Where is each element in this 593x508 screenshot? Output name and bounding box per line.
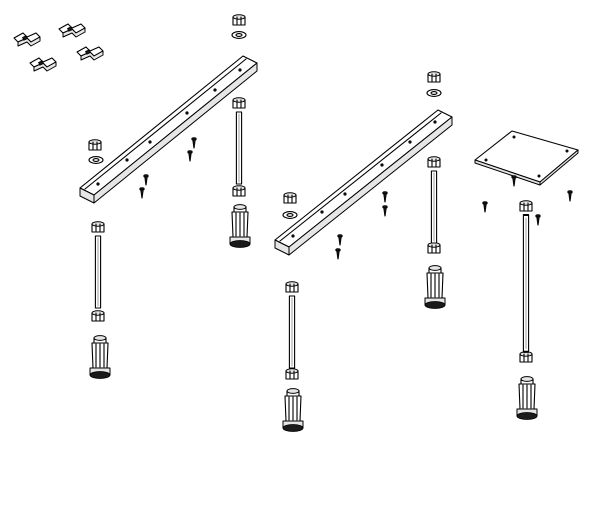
rail-holes: [96, 68, 242, 186]
screw: [143, 174, 149, 186]
adjustable-feet: [89, 204, 538, 433]
mounting-clips: [13, 23, 104, 72]
hex-nut: [285, 281, 299, 293]
hex-nut: [88, 139, 102, 151]
adjustable-foot: [229, 204, 251, 249]
hex-nuts: [88, 14, 533, 380]
hex-nut: [427, 156, 441, 168]
long-rail-bracket: [274, 109, 453, 256]
threaded-rod: [288, 295, 296, 369]
rail-holes: [291, 120, 437, 238]
hex-nut: [232, 97, 246, 109]
adjustable-foot: [516, 376, 538, 421]
hex-nut: [232, 185, 246, 197]
adjustable-foot: [424, 265, 446, 310]
washer: [231, 31, 247, 39]
screw: [335, 248, 341, 260]
screw: [191, 137, 197, 149]
washer: [282, 211, 298, 219]
screw: [482, 201, 488, 213]
hex-nut: [519, 200, 533, 212]
mounting-clip: [29, 57, 57, 72]
screw: [187, 150, 193, 162]
hex-nut: [91, 221, 105, 233]
screw: [511, 175, 517, 187]
washer: [426, 89, 442, 97]
hex-nut: [427, 242, 441, 254]
mounting-clip: [58, 23, 86, 38]
mounting-plate: [474, 130, 579, 186]
screw: [567, 190, 573, 202]
threaded-rod: [430, 170, 438, 244]
screw: [337, 234, 343, 246]
hex-nut: [232, 14, 246, 26]
long-rail-bracket: [79, 55, 258, 204]
screw: [382, 205, 388, 217]
threaded-rod: [94, 235, 102, 309]
hex-nut: [285, 368, 299, 380]
washer: [88, 156, 104, 164]
hex-nut: [91, 310, 105, 322]
hex-nut: [519, 351, 533, 363]
mounting-clip: [76, 46, 104, 61]
adjustable-foot: [282, 388, 304, 433]
screw: [139, 187, 145, 199]
screw: [535, 214, 541, 226]
threaded-rods: [94, 111, 530, 369]
threaded-rod: [235, 111, 243, 185]
mounting-clip: [13, 32, 41, 47]
adjustable-foot: [89, 335, 111, 380]
hex-nut: [283, 192, 297, 204]
threaded-rod: [522, 213, 530, 353]
hex-nut: [427, 71, 441, 83]
screw: [382, 191, 388, 203]
